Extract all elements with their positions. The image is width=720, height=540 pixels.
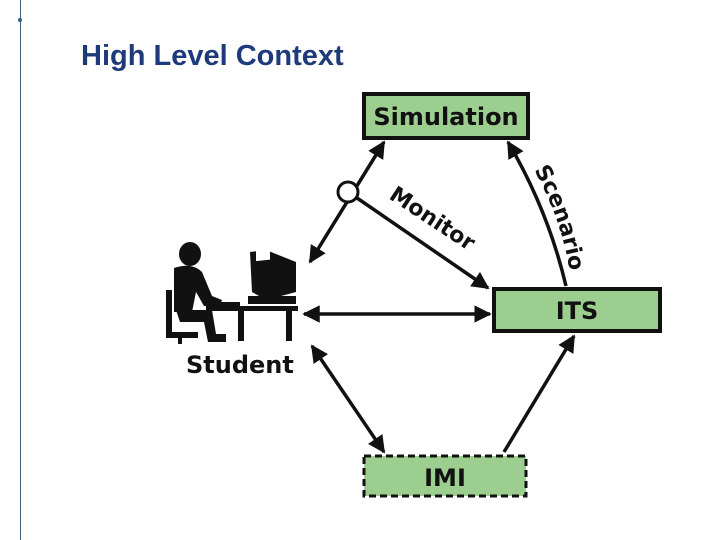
- student-imi-arrow: [310, 344, 386, 454]
- imi-node: IMI: [362, 454, 528, 498]
- page-title: High Level Context: [81, 40, 344, 72]
- its-label: ITS: [556, 297, 599, 325]
- its-node: ITS: [492, 287, 662, 333]
- monitor-label: Monitor: [385, 182, 480, 256]
- slide-left-rule: [20, 0, 21, 540]
- scenarios-arrow: [506, 140, 568, 287]
- student-label: Student: [186, 351, 294, 379]
- simulation-box: [362, 92, 530, 140]
- monitor-label-path: Monitor: [385, 182, 480, 256]
- slide-rule-dot: [18, 18, 22, 22]
- simulation-label: Simulation: [373, 103, 518, 131]
- monitor-arrow: [356, 196, 490, 290]
- its-box: [492, 287, 662, 333]
- imi-label: IMI: [424, 464, 466, 492]
- imi-box: [362, 454, 528, 498]
- monitor-tap-circle: [336, 180, 360, 204]
- person-at-computer-icon: [166, 229, 298, 344]
- imi-its-arrow: [502, 334, 576, 453]
- simulation-node: Simulation: [362, 92, 530, 140]
